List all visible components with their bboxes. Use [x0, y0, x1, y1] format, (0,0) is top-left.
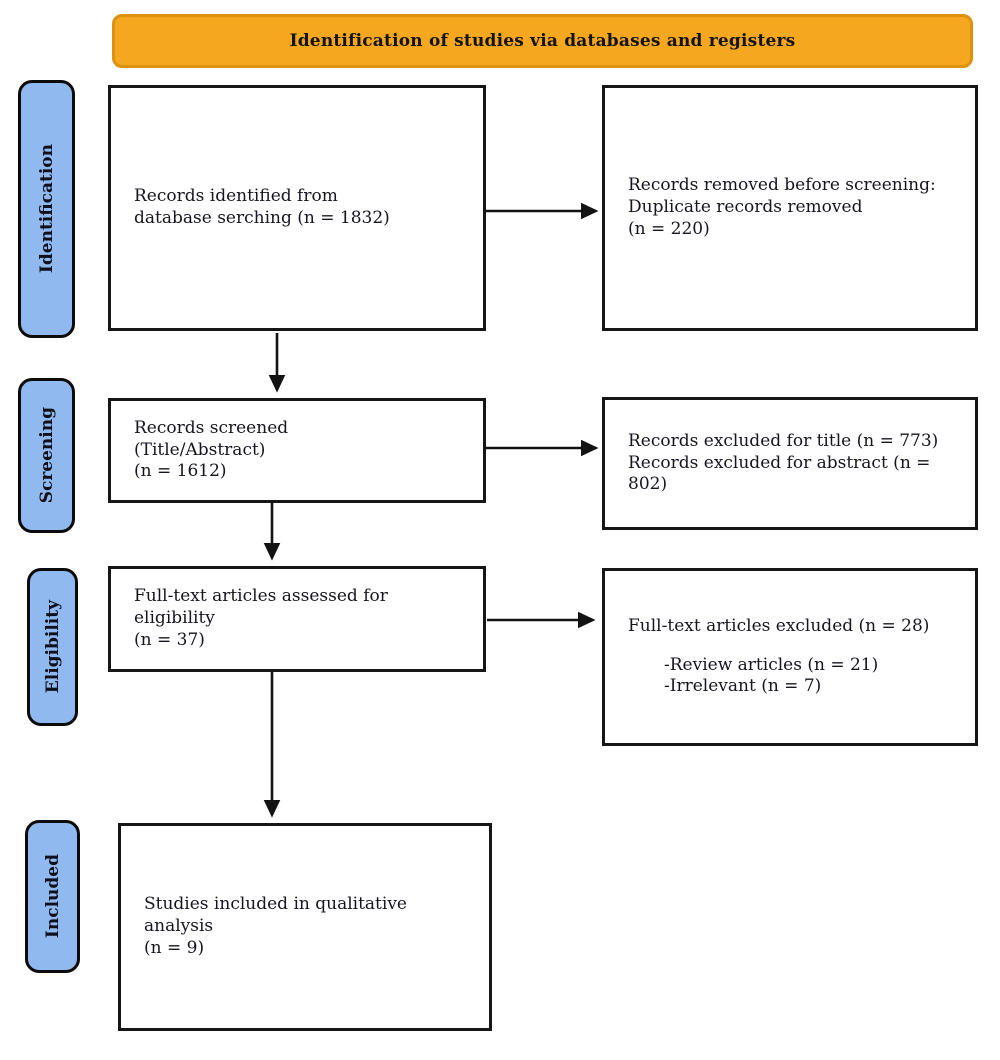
box-records-removed: Records removed before screening: Duplic… — [602, 85, 978, 331]
box-fulltext-assessed-text: Full-text articles assessed for eligibil… — [134, 586, 388, 650]
stage-label-screening-text: Screening — [36, 407, 57, 504]
stage-label-included: Included — [25, 820, 80, 973]
banner: Identification of studies via databases … — [112, 14, 973, 68]
stage-label-identification: Identification — [18, 80, 75, 338]
box-records-identified-text: Records identified from database serchin… — [134, 186, 390, 228]
box-fulltext-assessed: Full-text articles assessed for eligibil… — [108, 566, 486, 672]
box-records-excluded-text: Records excluded for title (n = 773) Rec… — [628, 430, 939, 495]
box-records-identified: Records identified from database serchin… — [108, 85, 486, 331]
box-records-screened-text: Records screened (Title/Abstract) (n = 1… — [134, 417, 289, 482]
stage-label-screening: Screening — [18, 378, 75, 533]
stage-label-eligibility: Eligibility — [27, 568, 78, 726]
stage-label-eligibility-text: Eligibility — [42, 600, 63, 694]
stage-label-included-text: Included — [42, 854, 63, 939]
box-records-removed-text: Records removed before screening: Duplic… — [628, 175, 936, 239]
box-fulltext-excluded: Full-text articles excluded (n = 28) -Re… — [602, 568, 978, 746]
box-fulltext-excluded-reasons: -Review articles (n = 21) -Irrelevant (n… — [664, 654, 879, 697]
box-studies-included-text: Studies included in qualitative analysis… — [144, 894, 407, 958]
banner-title: Identification of studies via databases … — [289, 31, 796, 51]
box-records-excluded: Records excluded for title (n = 773) Rec… — [602, 397, 978, 530]
stage-label-identification-text: Identification — [36, 144, 57, 274]
box-studies-included: Studies included in qualitative analysis… — [118, 823, 492, 1031]
box-fulltext-excluded-title: Full-text articles excluded (n = 28) — [628, 615, 930, 636]
box-records-screened: Records screened (Title/Abstract) (n = 1… — [108, 398, 486, 503]
